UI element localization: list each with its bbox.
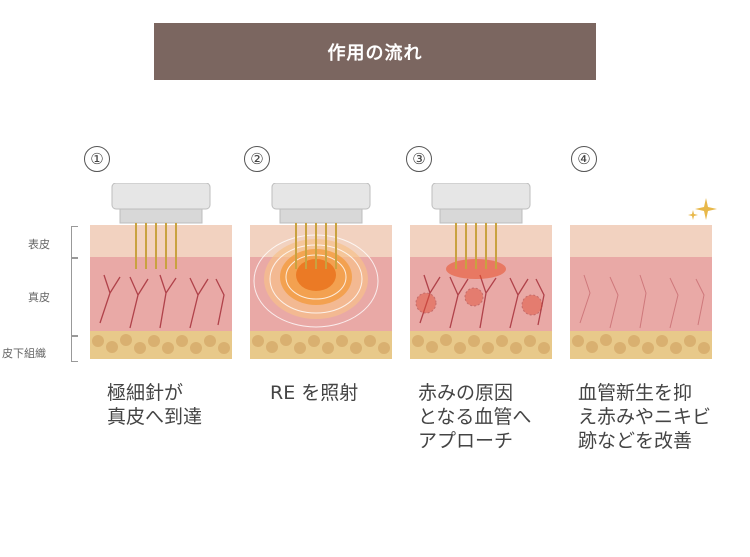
bracket-dermis — [71, 258, 78, 336]
microneedle-device — [431, 183, 531, 269]
heat-glow — [253, 234, 379, 328]
caption-line: 血管新生を抑 — [578, 382, 693, 404]
bracket-epidermis — [71, 226, 78, 258]
bracket-subcutaneous — [71, 336, 78, 362]
caption-line: アプローチ — [418, 430, 514, 452]
caption-line: 真皮へ到達 — [107, 406, 203, 428]
blood-vessels — [579, 274, 705, 329]
fat-cells — [412, 334, 550, 354]
blood-vessels — [419, 274, 545, 329]
step-caption-2: RE を照射 — [270, 381, 358, 405]
layer-label-dermis: 真皮 — [28, 291, 50, 304]
sparkle-icon — [688, 198, 717, 220]
caption-line: RE を照射 — [270, 382, 359, 404]
caption-line: 赤みの原因 — [418, 382, 514, 404]
caption-line: となる血管へ — [418, 406, 532, 428]
step-caption-3: 赤みの原因 となる血管へ アプローチ — [418, 381, 531, 453]
skin-panel-1 — [90, 183, 232, 359]
fat-cells — [572, 334, 710, 354]
step-number-4: ④ — [571, 146, 597, 172]
step-caption-4: 血管新生を抑 え赤みやニキビ 跡などを改善 — [578, 381, 711, 453]
section-title: 作用の流れ — [327, 42, 423, 64]
caption-line: え赤みやニキビ — [578, 406, 712, 428]
skin-panel-3 — [410, 183, 552, 359]
step-caption-1: 極細針が 真皮へ到達 — [107, 381, 202, 429]
section-title-bar: 作用の流れ — [154, 23, 596, 80]
blood-vessels — [99, 274, 225, 329]
skin-panel-2 — [250, 183, 392, 359]
microneedle-device — [111, 183, 211, 269]
step-number-2: ② — [244, 146, 270, 172]
fat-cells — [92, 334, 230, 354]
microneedle-device — [271, 183, 371, 269]
caption-line: 極細針が — [107, 382, 184, 404]
step-number-1: ① — [84, 146, 110, 172]
fat-cells — [252, 334, 390, 354]
skin-panel-4 — [570, 225, 712, 359]
step-number-3: ③ — [406, 146, 432, 172]
layer-label-subcutaneous: 皮下組織 — [2, 347, 46, 360]
layer-label-epidermis: 表皮 — [28, 238, 50, 251]
caption-line: 跡などを改善 — [578, 430, 693, 452]
